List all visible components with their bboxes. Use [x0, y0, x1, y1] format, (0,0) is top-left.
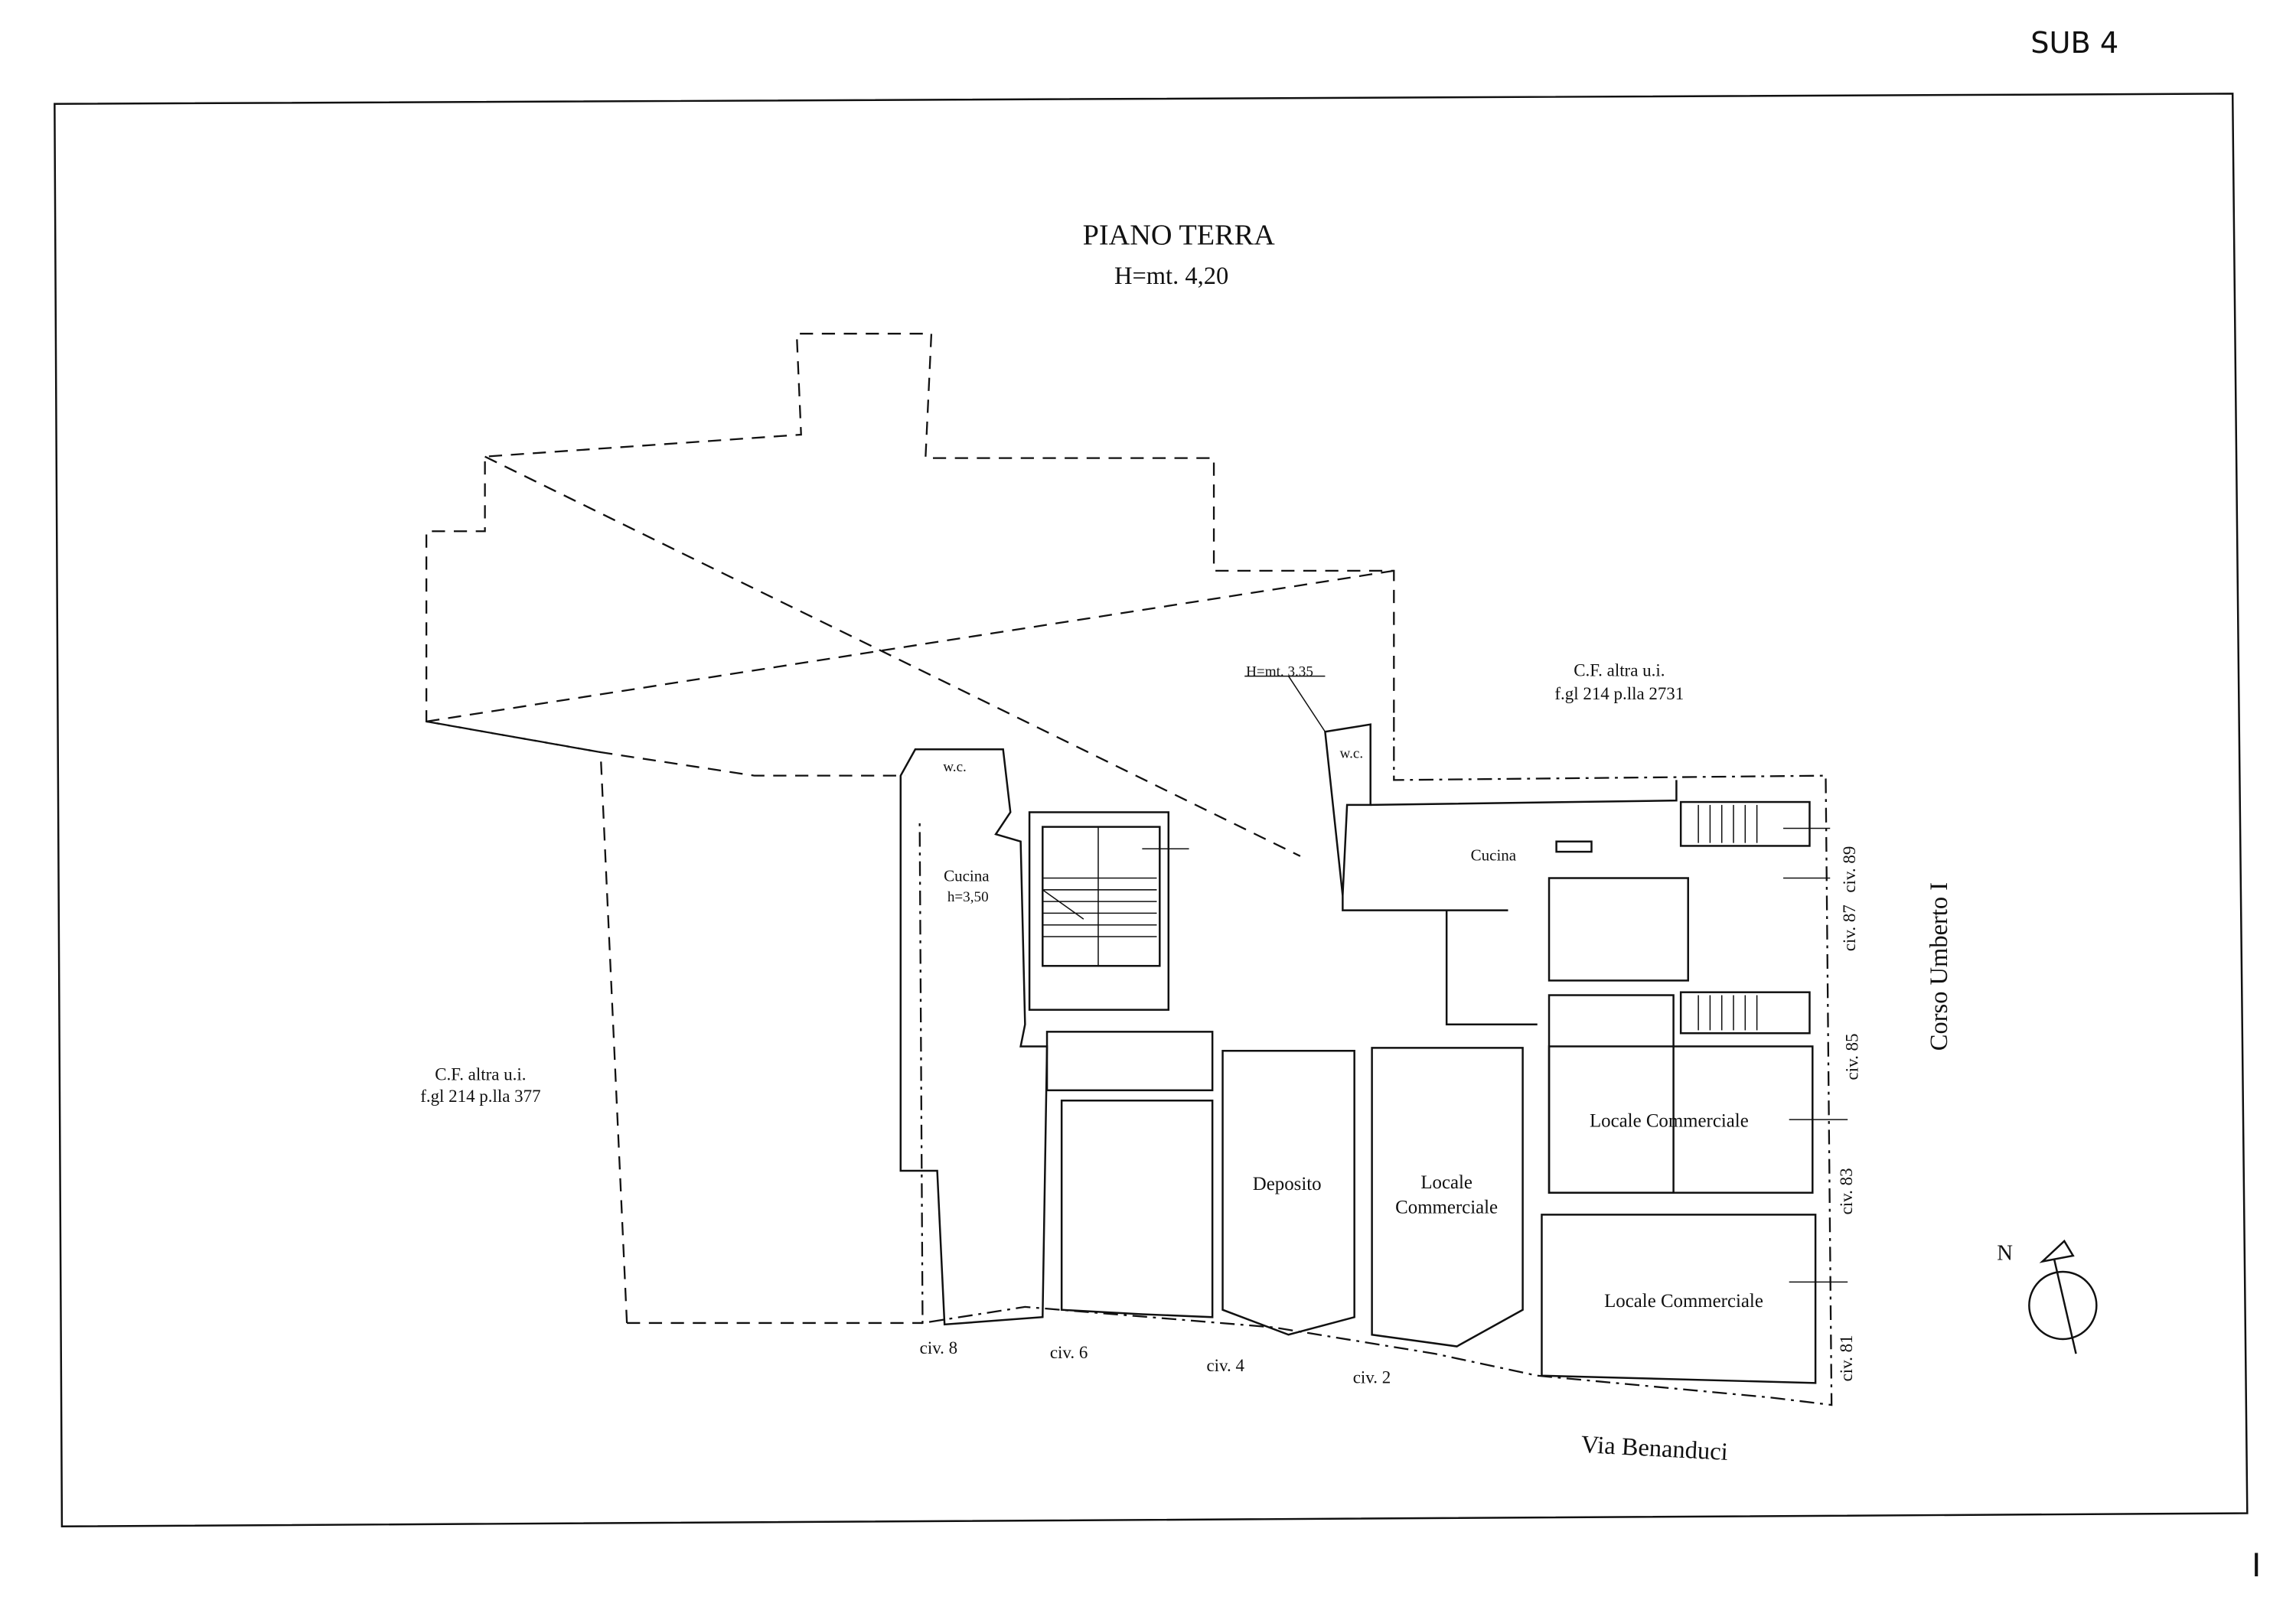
- civic-right-81: civ. 81: [1837, 1335, 1856, 1381]
- civic-bottom-6: civ. 6: [1050, 1343, 1088, 1362]
- north-arrow-icon: [2028, 1239, 2098, 1354]
- civic-right-89: civ. 89: [1840, 846, 1859, 893]
- room-locale-center-line1: Locale: [1420, 1172, 1473, 1193]
- room-wc-left: w.c.: [943, 759, 967, 775]
- room-deposito: Deposito: [1253, 1174, 1322, 1194]
- height-label-wc: H=mt. 3.35: [1246, 664, 1313, 680]
- dashed-outline: [425, 332, 1395, 1325]
- street-corso-umberto: Corso Umberto I: [1926, 882, 1953, 1051]
- neighbor-right-line2: f.gl 214 p.lla 2731: [1554, 684, 1684, 703]
- sheet-border: [54, 93, 2249, 1528]
- civic-right-83: civ. 83: [1837, 1168, 1856, 1214]
- room-cucina-left-height: h=3,50: [947, 889, 989, 905]
- room-locale-center-line2: Commerciale: [1395, 1197, 1498, 1217]
- civic-bottom-4: civ. 4: [1207, 1356, 1245, 1375]
- civic-bottom-2: civ. 2: [1353, 1367, 1391, 1387]
- building-walls: [899, 675, 1848, 1406]
- civic-bottom-8: civ. 8: [920, 1338, 957, 1357]
- street-via-benanduci: Via Benanduci: [1580, 1431, 1729, 1466]
- north-label: N: [1997, 1241, 2013, 1266]
- page-mark: I: [2252, 1546, 2261, 1584]
- neighbor-left-line1: C.F. altra u.i.: [435, 1064, 526, 1084]
- civic-right-85: civ. 85: [1843, 1033, 1862, 1080]
- neighbor-right-line1: C.F. altra u.i.: [1574, 661, 1665, 680]
- plan-title: PIANO TERRA: [1083, 219, 1276, 251]
- sheet-mark: SUB 4: [2030, 26, 2118, 60]
- room-wc-right: w.c.: [1340, 746, 1364, 762]
- room-cucina-left: Cucina: [944, 866, 990, 885]
- room-cucina-right: Cucina: [1471, 846, 1517, 865]
- neighbor-left-line2: f.gl 214 p.lla 377: [420, 1087, 540, 1106]
- room-locale-right-top: Locale Commerciale: [1590, 1111, 1749, 1132]
- civic-right-87: civ. 87: [1840, 904, 1859, 951]
- plan-height: H=mt. 4,20: [1114, 262, 1228, 290]
- room-locale-right-bottom: Locale Commerciale: [1604, 1291, 1763, 1312]
